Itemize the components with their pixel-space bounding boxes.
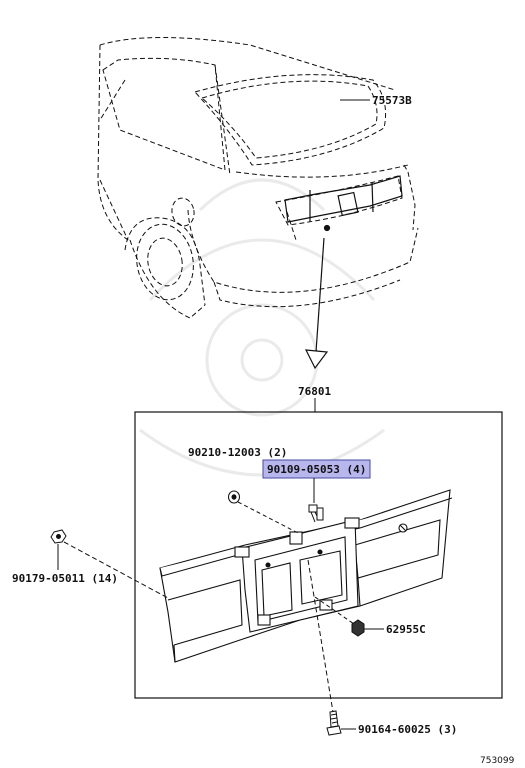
- label-90109-05053[interactable]: 90109-05053 (4): [267, 463, 366, 476]
- label-62955c: 62955C: [386, 623, 426, 636]
- car-rear-illustration: [97, 37, 419, 319]
- clip-62955c-icon: [351, 619, 365, 637]
- leader-90164-dash: [307, 559, 334, 713]
- direction-arrow: [304, 237, 329, 370]
- screw-90164-icon: [326, 710, 342, 736]
- leader-90179: [63, 541, 169, 599]
- leader-62955c-dash: [314, 596, 355, 625]
- nut-90179-icon: [50, 529, 67, 544]
- highlight-90109: [262, 459, 371, 479]
- label-90210-12003: 90210-12003 (2): [188, 446, 287, 459]
- label-90164-60025: 90164-60025 (3): [358, 723, 457, 736]
- watermark-emblem: [139, 178, 385, 477]
- label-90179-05011: 90179-05011 (14): [12, 572, 118, 585]
- leader-90210: [237, 501, 301, 535]
- figure-id: 753099: [480, 756, 515, 766]
- label-76801: 76801: [298, 385, 331, 398]
- nut-90210-icon: [228, 490, 240, 504]
- license-plate-garnish: [159, 489, 453, 663]
- garnish-on-car: [284, 175, 403, 232]
- assembly-frame: [134, 411, 503, 699]
- label-75573b: 75573B: [372, 94, 412, 107]
- bolt-90109-icon: [308, 504, 324, 523]
